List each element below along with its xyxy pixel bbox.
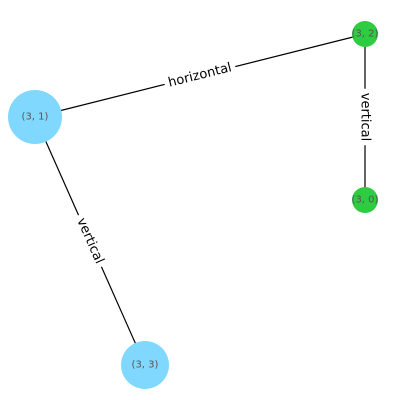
edge-label: vertical (73, 216, 106, 266)
graph-node: (3, 2) (352, 21, 379, 47)
node-label: (3, 2) (352, 29, 379, 40)
node-circle (352, 187, 378, 213)
graph-node: (3, 0) (352, 187, 379, 213)
edge-label: vertical (358, 93, 373, 141)
edge-label-background (70, 211, 110, 271)
node-label: (3, 1) (22, 112, 49, 123)
edge-label-group: vertical (70, 211, 110, 271)
edge: vertical (34, 116, 146, 366)
node-circle (8, 90, 62, 144)
edge: horizontal (34, 33, 366, 118)
graph-node: (3, 3) (121, 341, 169, 389)
edges-layer: horizontal vertical vertical (34, 33, 374, 366)
node-label: (3, 3) (132, 360, 159, 371)
edge-label-group: vertical (356, 88, 374, 146)
node-circle (352, 21, 378, 47)
nodes-layer: (3, 1) (3, 2) (3, 0) (3, 3) (8, 21, 379, 389)
node-label: (3, 0) (352, 195, 379, 206)
edge-label-group: horizontal (162, 58, 238, 93)
edge-label-background (356, 88, 374, 146)
edge: vertical (356, 34, 374, 200)
node-circle (121, 341, 169, 389)
graph-node: (3, 1) (8, 90, 62, 144)
edge-label: horizontal (167, 60, 234, 90)
edge-label-background (162, 58, 238, 93)
